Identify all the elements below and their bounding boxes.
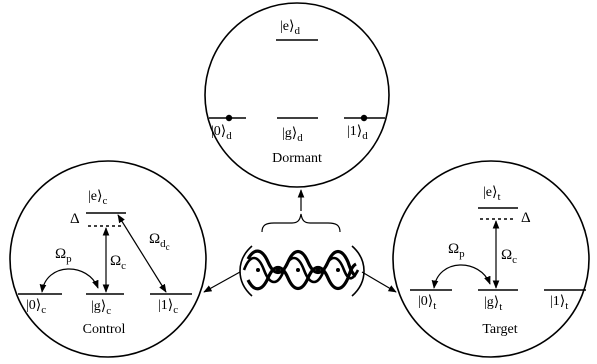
- target-pump-arrow: [431, 264, 491, 289]
- control-pump-arrow: [39, 268, 99, 293]
- dormant-one-label: |1⟩d: [347, 124, 368, 142]
- target-one-label: |1⟩t: [550, 294, 568, 312]
- dormant-zero-population-dot: [225, 114, 233, 122]
- control-ground-label: |g⟩c: [91, 299, 111, 317]
- dormant-ground-label: |g⟩d: [282, 126, 303, 144]
- control-zero-label: |0⟩c: [26, 298, 46, 316]
- control-excited-label: |e⟩c: [88, 189, 107, 207]
- helix-strand-c: [242, 256, 360, 284]
- control-detuning-label: Δ: [70, 211, 80, 227]
- ion-chain: [239, 213, 365, 297]
- control-one-label: |1⟩c: [158, 298, 178, 316]
- target-ion: |e⟩t Δ |0⟩t |g⟩t |1⟩t Ωc Ωp Target: [392, 160, 590, 358]
- dormant-ion: |e⟩d |0⟩d |g⟩d |1⟩d Dormant: [204, 2, 390, 188]
- helix-strand-a: [246, 249, 357, 278]
- control-pump-label: Ωp: [55, 246, 72, 265]
- target-excited-label: |e⟩t: [483, 185, 501, 203]
- target-circle: [392, 160, 590, 358]
- arrow-to-target: [361, 271, 397, 293]
- dormant-caption: Dormant: [272, 151, 322, 166]
- target-ground-label: |g⟩t: [484, 295, 502, 313]
- target-pump-label: Ωp: [448, 241, 465, 260]
- ion-dot: [276, 268, 280, 272]
- chain-brace: [261, 213, 341, 233]
- arrow-to-control: [203, 271, 241, 293]
- control-dormant-coupling-arrow: [117, 214, 167, 293]
- control-coupling-label: Ωc: [110, 253, 126, 272]
- control-ion: |e⟩c Δ |0⟩c |g⟩c |1⟩c Ωc Ωp Ωdc Cont: [9, 160, 207, 358]
- ion-dot: [256, 268, 260, 272]
- control-caption: Control: [83, 322, 126, 337]
- dormant-circle: [204, 2, 390, 188]
- target-caption: Target: [482, 322, 517, 337]
- target-coupling-label: Ωc: [501, 247, 517, 266]
- ion-dot: [336, 268, 340, 272]
- chain-left-paren: [239, 245, 253, 297]
- target-detuning-label: Δ: [521, 210, 531, 226]
- dormant-excited-label: |e⟩d: [280, 19, 300, 37]
- control-dormant-coupling-label: Ωdc: [149, 231, 170, 252]
- dormant-one-population-dot: [360, 114, 368, 122]
- target-zero-label: |0⟩t: [418, 294, 436, 312]
- ion-dot: [296, 268, 300, 272]
- ion-dot: [316, 268, 320, 272]
- dormant-zero-label: |0⟩d: [211, 124, 232, 142]
- control-circle: [9, 160, 207, 358]
- chain-right-paren: [351, 245, 365, 297]
